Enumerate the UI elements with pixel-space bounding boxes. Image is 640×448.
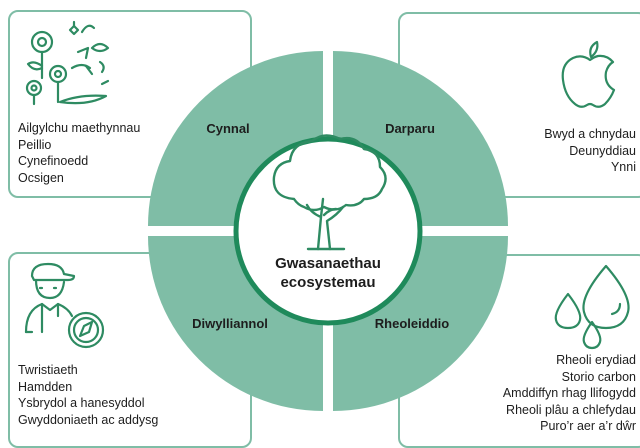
regulating-services-list: Rheoli erydiad Storio carbon Amddiffyn r…	[503, 352, 636, 435]
list-item: Ocsigen	[18, 170, 64, 185]
list-item: Deunyddiau	[569, 143, 636, 158]
list-item: Gwyddoniaeth ac addysg	[18, 412, 159, 427]
supporting-services-list: Ailgylchu maethynnau Peillio Cynefinoedd…	[18, 120, 140, 186]
ecosystem-services-wheel: Cynnal Darparu Diwylliannol Rheoleiddio …	[148, 51, 508, 411]
list-item: Peillio	[18, 137, 52, 152]
quadrant-label-provisioning: Darparu	[385, 121, 435, 136]
list-item: Amddiffyn rhag llifogydd	[502, 386, 636, 400]
quadrant-label-cultural: Diwylliannol	[192, 316, 268, 331]
provisioning-services-list: Bwyd a chnydau Deunyddiau Ynni	[544, 126, 636, 176]
flowers-icon	[25, 20, 110, 106]
center-title-line1: Gwasanaethau	[275, 255, 381, 272]
list-item: Ailgylchu maethynnau	[18, 121, 141, 135]
cultural-services-list: Twristiaeth Hamdden Ysbrydol a hanesyddo…	[18, 362, 158, 428]
list-item: Hamdden	[18, 379, 73, 394]
apple-icon	[561, 40, 616, 108]
list-item: Storio carbon	[561, 369, 636, 384]
center-title-line2: ecosystemau	[280, 274, 375, 291]
list-item: Ysbrydol a hanesyddol	[18, 396, 145, 410]
list-item: Cynefinoedd	[18, 154, 89, 168]
list-item: Bwyd a chnydau	[544, 127, 636, 141]
tree-icon	[272, 134, 387, 251]
water-drops-icon	[554, 264, 630, 350]
quadrant-label-supporting: Cynnal	[206, 121, 249, 136]
list-item: Rheoli erydiad	[556, 353, 636, 367]
list-item: Puro’r aer a’r dŵr	[540, 419, 636, 433]
quadrant-label-regulating: Rheoleiddio	[375, 316, 449, 331]
list-item: Ynni	[610, 160, 636, 174]
list-item: Rheoli plâu a chlefydau	[506, 402, 636, 417]
hiker-compass-icon	[24, 262, 105, 349]
list-item: Twristiaeth	[18, 363, 78, 377]
